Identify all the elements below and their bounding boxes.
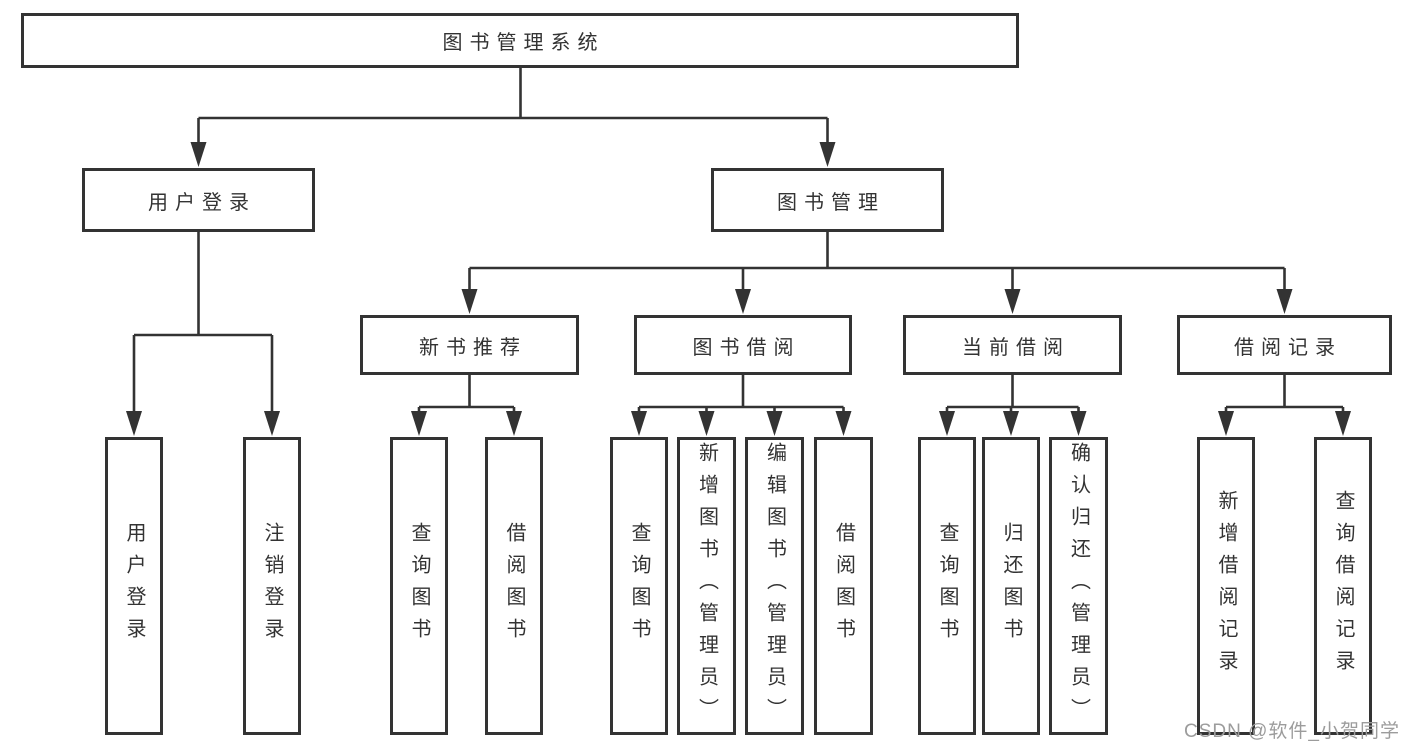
node-new-book-recommend-label: 新书推荐 <box>419 336 527 359</box>
leaf-add-borrow-record-label: 新增借阅记录 <box>1215 490 1237 682</box>
leaf-borrow-book: 借阅图书 <box>814 437 873 735</box>
leaf-query-borrow-record: 查询借阅记录 <box>1314 437 1372 735</box>
leaf-query-book-borrow: 查询图书 <box>610 437 668 735</box>
node-user-login-label: 用户登录 <box>148 191 256 214</box>
leaf-user-login-label: 用户登录 <box>123 522 145 650</box>
leaf-add-book-admin: 新增图书（管理员） <box>677 437 736 735</box>
leaf-logout-label: 注销登录 <box>261 522 283 650</box>
csdn-watermark: CSDN @软件_小贺同学 <box>1184 721 1400 742</box>
leaf-add-borrow-record: 新增借阅记录 <box>1197 437 1255 735</box>
node-new-book-recommend: 新书推荐 <box>360 315 579 375</box>
leaf-edit-book-admin: 编辑图书（管理员） <box>745 437 804 735</box>
leaf-query-book-recommend-label: 查询图书 <box>408 522 430 650</box>
leaf-borrow-book-recommend: 借阅图书 <box>485 437 543 735</box>
leaf-logout: 注销登录 <box>243 437 301 735</box>
leaf-confirm-return-admin: 确认归还（管理员） <box>1049 437 1108 735</box>
node-book-management: 图书管理 <box>711 168 944 232</box>
node-book-management-label: 图书管理 <box>777 191 885 214</box>
node-book-borrow-label: 图书借阅 <box>692 336 801 359</box>
leaf-query-borrow-record-label: 查询借阅记录 <box>1332 490 1354 682</box>
leaf-borrow-book-recommend-label: 借阅图书 <box>503 522 525 650</box>
leaf-query-book-current: 查询图书 <box>918 437 976 735</box>
node-borrow-records-label: 借阅记录 <box>1234 336 1342 359</box>
node-borrow-records: 借阅记录 <box>1177 315 1392 375</box>
node-user-login: 用户登录 <box>82 168 315 232</box>
leaf-user-login: 用户登录 <box>105 437 163 735</box>
node-current-borrow: 当前借阅 <box>903 315 1122 375</box>
leaf-query-book-recommend: 查询图书 <box>390 437 448 735</box>
node-current-borrow-label: 当前借阅 <box>962 336 1070 359</box>
leaf-confirm-return-admin-label: 确认归还（管理员） <box>1067 442 1090 730</box>
leaf-add-book-admin-label: 新增图书（管理员） <box>695 442 718 730</box>
leaf-edit-book-admin-label: 编辑图书（管理员） <box>763 442 786 730</box>
leaf-query-book-current-label: 查询图书 <box>936 522 958 650</box>
node-root: 图书管理系统 <box>21 13 1019 68</box>
node-book-borrow: 图书借阅 <box>634 315 852 375</box>
leaf-query-book-borrow-label: 查询图书 <box>628 522 650 650</box>
node-root-label: 图书管理系统 <box>442 32 605 54</box>
leaf-return-book: 归还图书 <box>982 437 1040 735</box>
leaf-return-book-label: 归还图书 <box>1000 522 1022 650</box>
leaf-borrow-book-label: 借阅图书 <box>832 522 855 650</box>
